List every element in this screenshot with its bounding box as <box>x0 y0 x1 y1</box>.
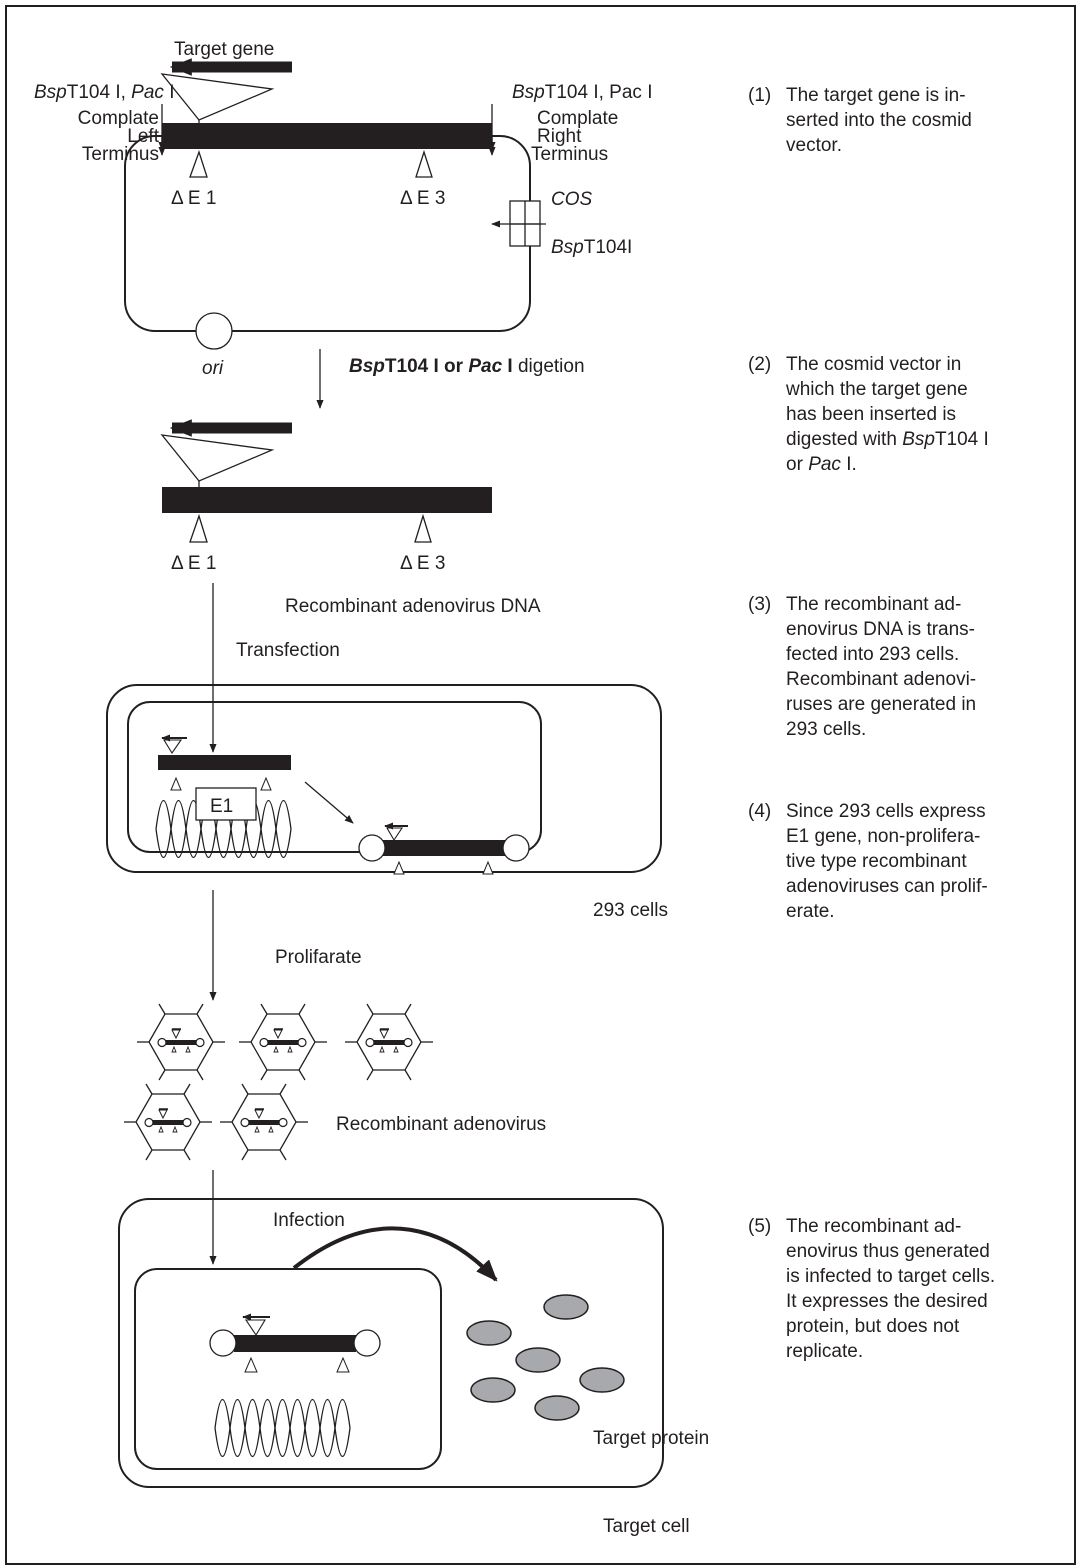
cosmid-vector: Target gene BspT104 I, Pac I BspT104 I, … <box>34 39 652 379</box>
step-4-number: (4) <box>748 801 772 822</box>
transfection-label: Transfection <box>236 640 340 661</box>
adenovirus-particle-5 <box>219 1083 309 1161</box>
target-gene-label: Target gene <box>174 39 274 60</box>
adenovirus-particle-3 <box>344 1003 434 1081</box>
delta-e1-label-2: Δ E 1 <box>171 553 216 574</box>
recombinant-dna-label: Recombinant adenovirus DNA <box>285 596 541 617</box>
step-5-number: (5) <box>748 1216 772 1237</box>
step-5-description: (5) The recombinant ad- enovirus thus ge… <box>748 1216 996 1362</box>
recombinant-adenovirus-label: Recombinant adenovirus <box>336 1114 546 1135</box>
adenovirus-genome-bar <box>162 123 492 149</box>
linear-genome-bar <box>162 487 492 513</box>
infection-label: Infection <box>273 1210 345 1231</box>
left-terminus-line1: Complate <box>78 108 159 129</box>
target-cell-label: Target cell <box>603 1516 690 1537</box>
deletion-e1-marker <box>189 149 208 178</box>
cell-293-outer <box>106 684 662 873</box>
left-terminus-line2: Left <box>127 126 159 147</box>
step-1-number: (1) <box>748 85 772 106</box>
step-2-number: (2) <box>748 354 772 375</box>
digestion-step: BspT104 I or Pac I digetion Δ E 1 Δ E 3 … <box>160 349 585 617</box>
target-protein-label: Target protein <box>593 1428 709 1449</box>
step-2-description: (2) The cosmid vector in which the targe… <box>748 354 989 475</box>
proliferation-step: Prolifarate Recombinant adenovirus <box>123 890 546 1161</box>
step-3-number: (3) <box>748 594 772 615</box>
delta-e1-label: Δ E 1 <box>171 188 216 209</box>
cosmid-ring <box>124 135 531 332</box>
adenovirus-particle-1 <box>136 1003 226 1081</box>
ori-circle <box>195 312 233 350</box>
adenovirus-particle-2 <box>238 1003 328 1081</box>
deletion-e3-marker <box>415 149 433 178</box>
e1-gene-box <box>195 787 257 821</box>
right-site-label: BspT104 I, Pac I <box>512 82 652 103</box>
left-terminus-line3: Terminus <box>82 144 159 165</box>
adenovirus-particle-4 <box>123 1083 213 1161</box>
ori-label: ori <box>202 358 224 379</box>
cell-293-nucleus <box>127 701 542 853</box>
step-3-description: (3) The recombinant ad- enovirus DNA is … <box>748 594 977 740</box>
protein-4 <box>579 1367 625 1393</box>
proliferate-label: Prolifarate <box>275 947 362 968</box>
digestion-label: BspT104 I or Pac I digetion <box>349 356 585 377</box>
right-terminus-line3: Terminus <box>531 144 608 165</box>
infection-step: Infection Target protein Target cell <box>118 1170 709 1537</box>
target-cell-nucleus <box>134 1268 442 1470</box>
cos-label: COS <box>551 189 593 210</box>
protein-1 <box>466 1320 512 1346</box>
cells-293-label: 293 cells <box>593 900 668 921</box>
protein-3 <box>515 1347 561 1373</box>
delta-e3-label: Δ E 3 <box>400 188 445 209</box>
left-site-label: BspT104 I, Pac I <box>34 82 174 103</box>
right-terminus-line2: Right <box>537 126 582 147</box>
protein-6 <box>534 1395 580 1421</box>
bsp-site-label: BspT104I <box>551 237 632 258</box>
protein-2 <box>543 1294 589 1320</box>
transfection-step: Transfection E1 293 cells <box>106 583 668 921</box>
step-4-description: (4) Since 293 cells express E1 gene, non… <box>748 801 988 922</box>
target-proteins <box>466 1294 625 1421</box>
right-terminus-line1: Complate <box>537 108 618 129</box>
target-gene-insert <box>160 73 275 121</box>
step-1-description: (1) The target gene is in- serted into t… <box>748 85 972 156</box>
expression-arrow <box>292 1226 498 1282</box>
e1-label: E1 <box>210 796 233 817</box>
target-cell-outer <box>118 1198 664 1488</box>
delta-e3-label-2: Δ E 3 <box>400 553 445 574</box>
protein-5 <box>470 1377 516 1403</box>
target-chromosome-helix <box>214 1398 351 1458</box>
